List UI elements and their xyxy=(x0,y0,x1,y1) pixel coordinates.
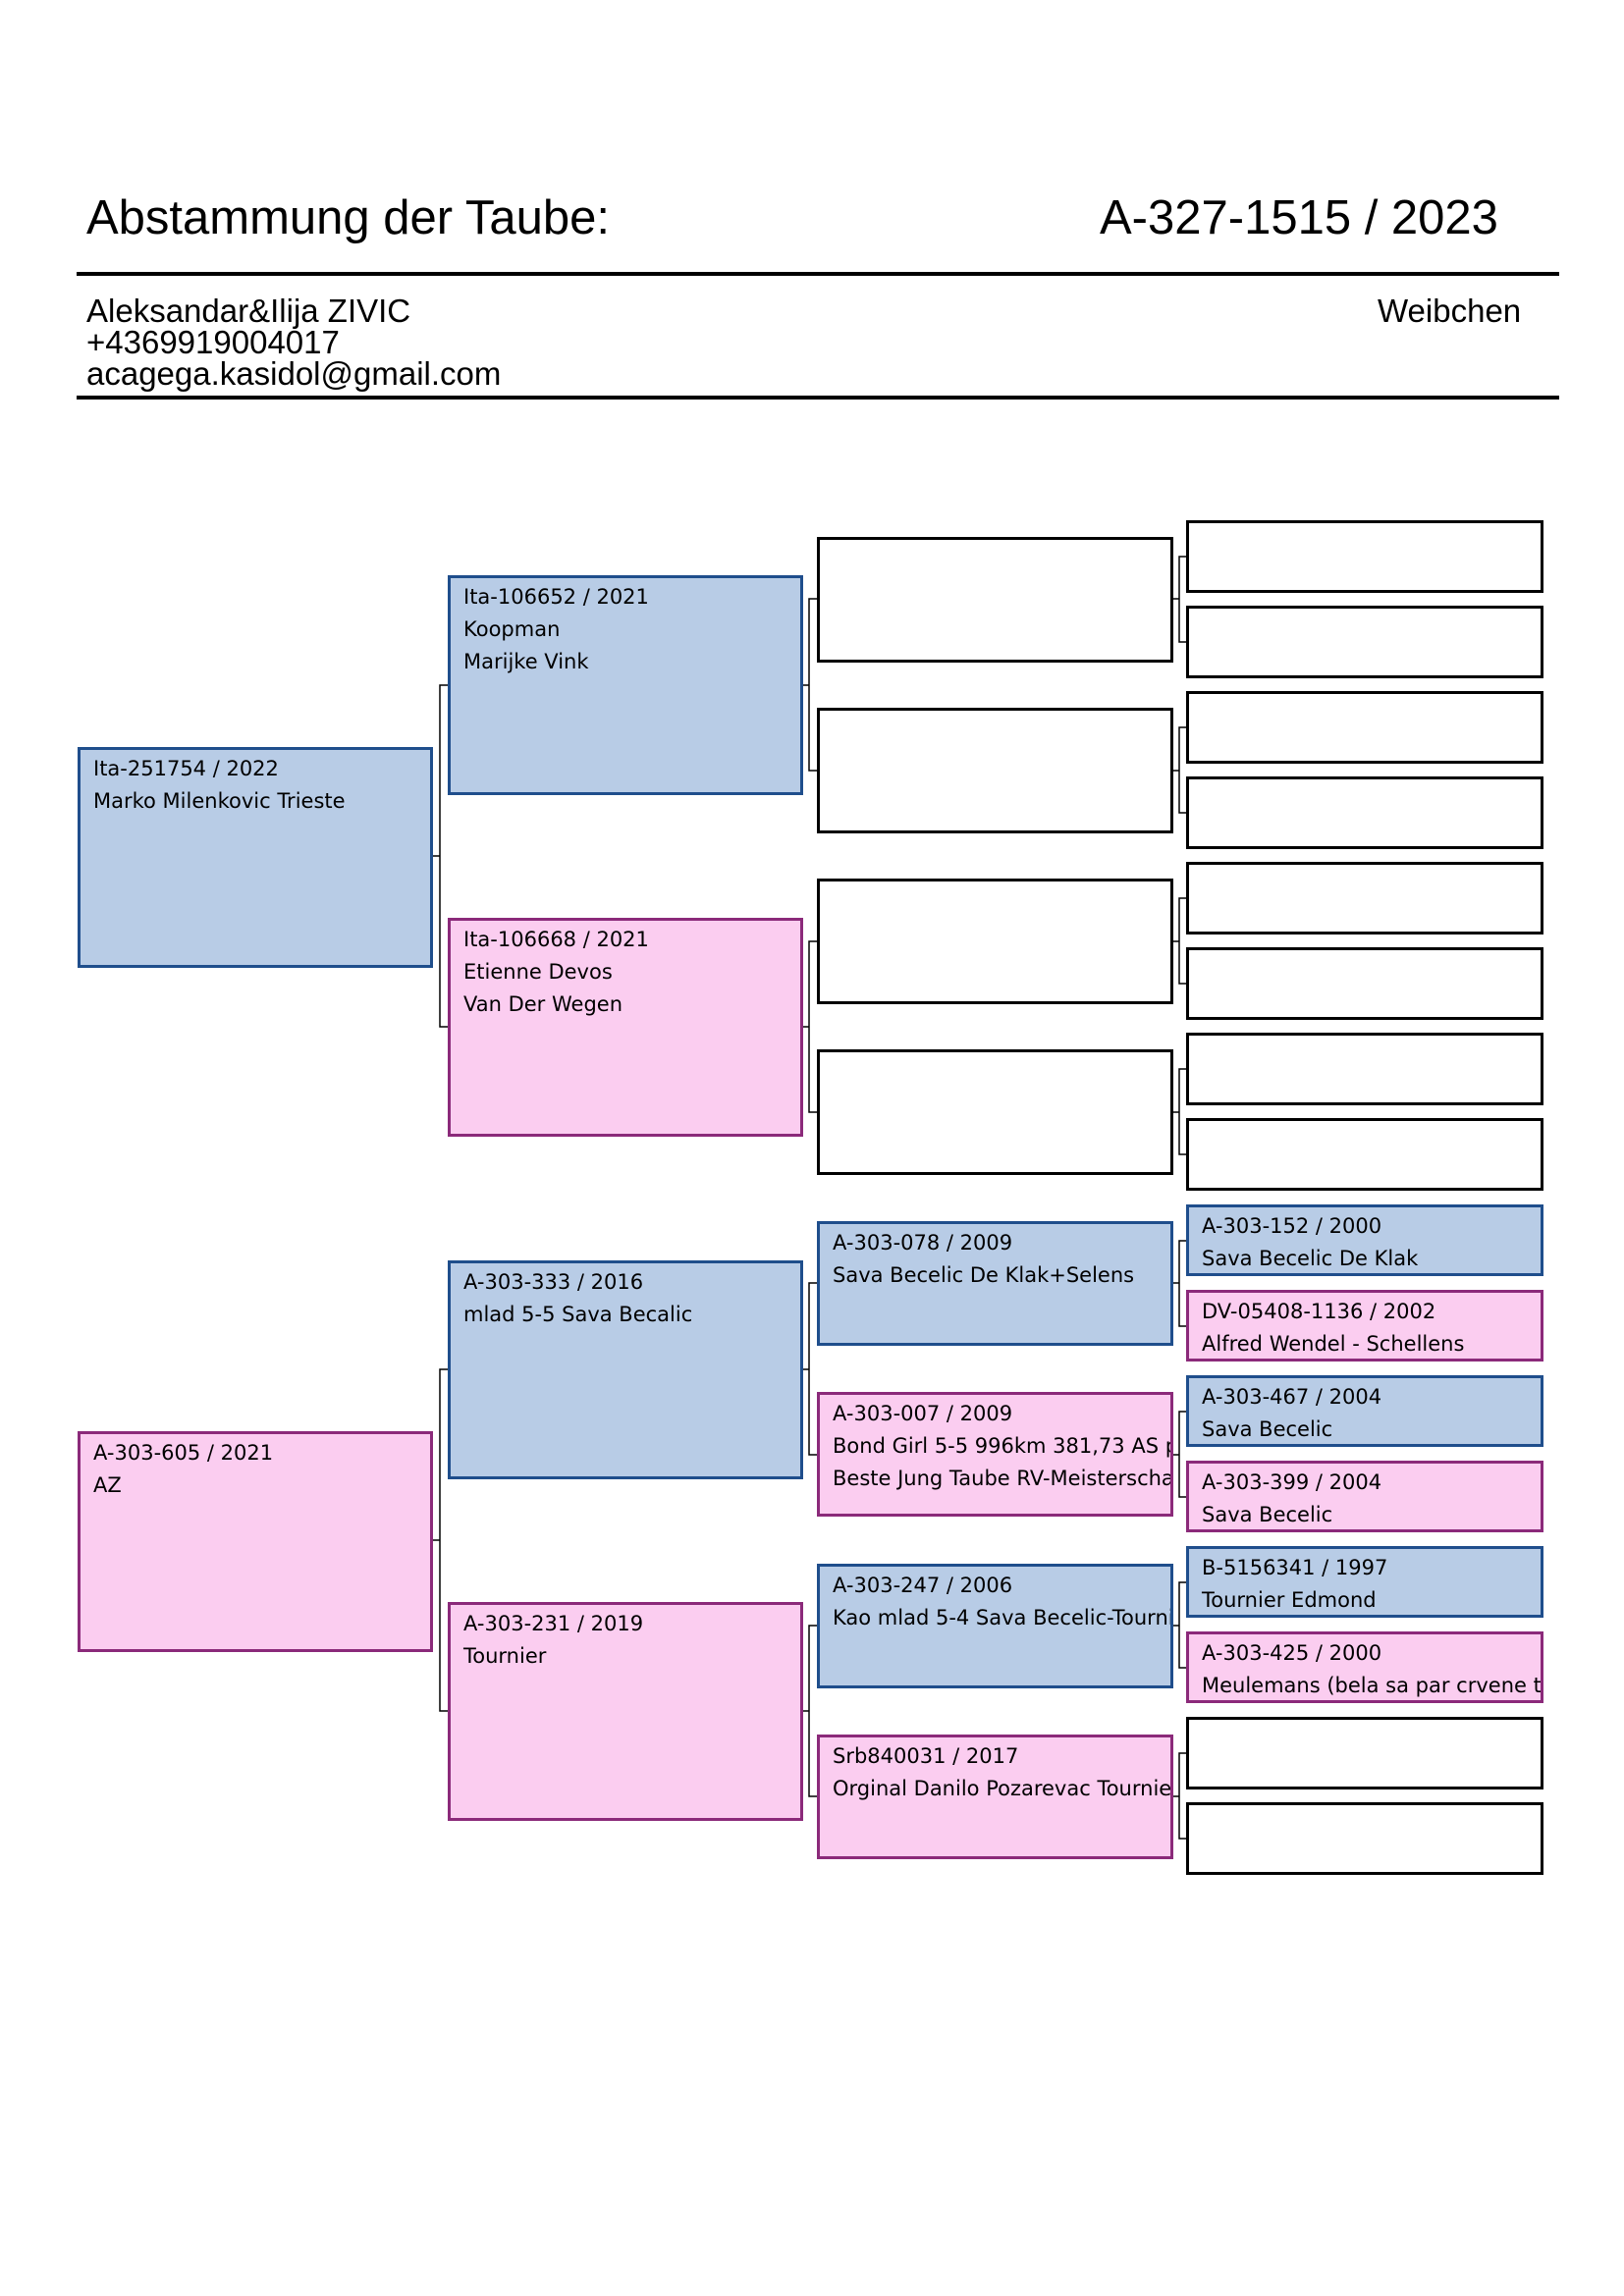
sex-label: Weibchen xyxy=(1378,293,1522,329)
great-grandparent-name: Sava Becelic De Klak+Selens xyxy=(833,1263,1135,1287)
great-great-grandparent-box: A-303-152 / 2000 Sava Becelic De Klak xyxy=(1186,1204,1543,1276)
sire-box: Ita-251754 / 2022 Marko Milenkovic Tries… xyxy=(78,747,433,968)
grandparent-name: Tournier xyxy=(463,1644,547,1668)
great-grandparent-ring: Srb840031 / 2017 xyxy=(833,1744,1019,1768)
sire-ring: Ita-251754 / 2022 xyxy=(93,757,279,780)
great-great-grandparent-box xyxy=(1186,1033,1543,1105)
owner-email: acagega.kasidol@gmail.com xyxy=(86,355,502,392)
grandparent-ring: Ita-106652 / 2021 xyxy=(463,585,649,609)
grandparent-ring: A-303-231 / 2019 xyxy=(463,1612,644,1635)
great-grandparent-box xyxy=(817,879,1173,1004)
great-great-grandparent-box xyxy=(1186,1118,1543,1191)
dam-ring: A-303-605 / 2021 xyxy=(93,1441,274,1465)
great-great-grandparent-box: A-303-467 / 2004 Sava Becelic xyxy=(1186,1375,1543,1447)
grandparent-box: A-303-231 / 2019 Tournier xyxy=(448,1602,803,1821)
great-grandparent-name: Bond Girl 5-5 996km 381,73 AS pun xyxy=(833,1434,1173,1458)
dam-box: A-303-605 / 2021 AZ xyxy=(78,1431,433,1652)
great-great-grandparent-box xyxy=(1186,606,1543,678)
ancestor-name: Meulemans (bela sa par crvene tack xyxy=(1202,1674,1543,1697)
great-great-grandparent-box xyxy=(1186,776,1543,849)
great-grandparent-box: A-303-007 / 2009 Bond Girl 5-5 996km 381… xyxy=(817,1392,1173,1517)
great-great-grandparent-box: B-5156341 / 1997 Tournier Edmond xyxy=(1186,1546,1543,1618)
great-grandparent-ring: A-303-007 / 2009 xyxy=(833,1402,1013,1425)
ancestor-name: Sava Becelic xyxy=(1202,1503,1333,1526)
great-grandparent-name: Kao mlad 5-4 Sava Becelic-Tournier xyxy=(833,1606,1173,1629)
ancestor-name: Alfred Wendel - Schellens xyxy=(1202,1332,1465,1356)
great-grandparent-box: Srb840031 / 2017 Orginal Danilo Pozareva… xyxy=(817,1735,1173,1859)
great-great-grandparent-box xyxy=(1186,691,1543,764)
great-great-grandparent-box xyxy=(1186,862,1543,934)
great-grandparent-ring: A-303-247 / 2006 xyxy=(833,1574,1013,1597)
ancestor-name: Sava Becelic De Klak xyxy=(1202,1247,1419,1270)
grandparent-info: Marijke Vink xyxy=(463,650,589,673)
owner-name: Aleksandar&Ilija ZIVIC xyxy=(86,293,411,329)
grandparent-ring: Ita-106668 / 2021 xyxy=(463,928,649,951)
great-great-grandparent-box xyxy=(1186,1717,1543,1789)
great-grandparent-name: Orginal Danilo Pozarevac Tournier xyxy=(833,1777,1173,1800)
grandparent-name: mlad 5-5 Sava Becalic xyxy=(463,1303,693,1326)
great-grandparent-info: Beste Jung Taube RV-Meisterschaft xyxy=(833,1467,1173,1490)
great-great-grandparent-box xyxy=(1186,947,1543,1020)
great-grandparent-ring: A-303-078 / 2009 xyxy=(833,1231,1013,1255)
grandparent-box: A-303-333 / 2016 mlad 5-5 Sava Becalic xyxy=(448,1260,803,1479)
grandparent-box: Ita-106652 / 2021 Koopman Marijke Vink xyxy=(448,575,803,795)
header-divider-bottom xyxy=(77,396,1559,400)
sire-name: Marko Milenkovic Trieste xyxy=(93,789,346,813)
great-grandparent-box: A-303-078 / 2009 Sava Becelic De Klak+Se… xyxy=(817,1221,1173,1346)
ancestor-name: Sava Becelic xyxy=(1202,1417,1333,1441)
ancestor-ring: A-303-425 / 2000 xyxy=(1202,1641,1382,1665)
pigeon-ring-number: A-327-1515 / 2023 xyxy=(1100,191,1498,244)
owner-phone: +4369919004017 xyxy=(86,324,340,360)
page-title: Abstammung der Taube: xyxy=(86,191,610,244)
grandparent-name: Koopman xyxy=(463,617,561,641)
ancestor-ring: A-303-152 / 2000 xyxy=(1202,1214,1382,1238)
grandparent-box: Ita-106668 / 2021 Etienne Devos Van Der … xyxy=(448,918,803,1137)
great-great-grandparent-box: DV-05408-1136 / 2002 Alfred Wendel - Sch… xyxy=(1186,1290,1543,1362)
ancestor-ring: A-303-399 / 2004 xyxy=(1202,1470,1382,1494)
header-divider-top xyxy=(77,272,1559,276)
grandparent-info: Van Der Wegen xyxy=(463,992,623,1016)
great-grandparent-box xyxy=(817,1049,1173,1175)
ancestor-name: Tournier Edmond xyxy=(1202,1588,1377,1612)
ancestor-ring: B-5156341 / 1997 xyxy=(1202,1556,1388,1579)
grandparent-ring: A-303-333 / 2016 xyxy=(463,1270,644,1294)
great-great-grandparent-box: A-303-425 / 2000 Meulemans (bela sa par … xyxy=(1186,1631,1543,1703)
great-grandparent-box: A-303-247 / 2006 Kao mlad 5-4 Sava Becel… xyxy=(817,1564,1173,1688)
ancestor-ring: DV-05408-1136 / 2002 xyxy=(1202,1300,1436,1323)
great-grandparent-box xyxy=(817,537,1173,663)
ancestor-ring: A-303-467 / 2004 xyxy=(1202,1385,1382,1409)
grandparent-name: Etienne Devos xyxy=(463,960,613,984)
great-great-grandparent-box xyxy=(1186,1802,1543,1875)
great-great-grandparent-box xyxy=(1186,520,1543,593)
great-grandparent-box xyxy=(817,708,1173,833)
dam-name: AZ xyxy=(93,1473,122,1497)
great-great-grandparent-box: A-303-399 / 2004 Sava Becelic xyxy=(1186,1461,1543,1532)
